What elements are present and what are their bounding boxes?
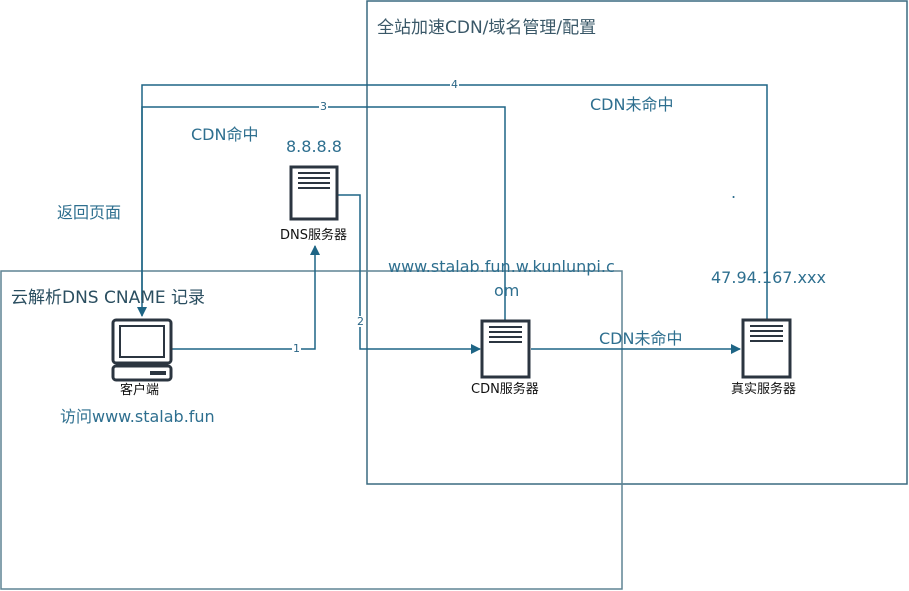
cdn-hit-label: CDN命中 <box>191 125 259 144</box>
edge-2-step: 2 <box>356 315 365 328</box>
origin-server-icon <box>741 318 792 379</box>
dns-console-region <box>0 270 623 590</box>
return-page-label: 返回页面 <box>57 203 122 222</box>
cdn-miss-label: CDN未命中 <box>599 329 683 348</box>
cdn-console-title: 全站加速CDN/域名管理/配置 <box>377 18 597 38</box>
origin-server-label: 真实服务器 <box>731 382 797 397</box>
cdn-server-icon <box>480 319 531 379</box>
edge-3-step: 3 <box>319 100 328 113</box>
edge-4-step: 4 <box>450 78 459 91</box>
cdn-cname-wrap: om <box>494 281 520 300</box>
edge-1-line <box>172 245 320 350</box>
client-note: 访问www.stalab.fun <box>60 407 215 426</box>
dns-server-icon <box>289 165 339 221</box>
dns-console-title: 云解析DNS CNAME 记录 <box>11 288 206 308</box>
cdn-miss-label-top: CDN未命中 <box>590 95 674 114</box>
client-label: 客户端 <box>120 383 160 398</box>
cdn-cname-label: www.stalab.fun.w.kunlunpi.c <box>388 257 615 276</box>
computer-icon <box>111 318 173 382</box>
cdn-console-region <box>366 0 908 485</box>
origin-ip-label: 47.94.167.xxx <box>711 268 826 287</box>
dot-mark: . <box>731 183 737 202</box>
edge-2-line <box>338 194 481 354</box>
edge-1-step: 1 <box>292 342 301 355</box>
dns-server-label: DNS服务器 <box>280 228 347 243</box>
cdn-server-label: CDN服务器 <box>471 382 539 397</box>
dns-ip-label: 8.8.8.8 <box>286 137 342 156</box>
